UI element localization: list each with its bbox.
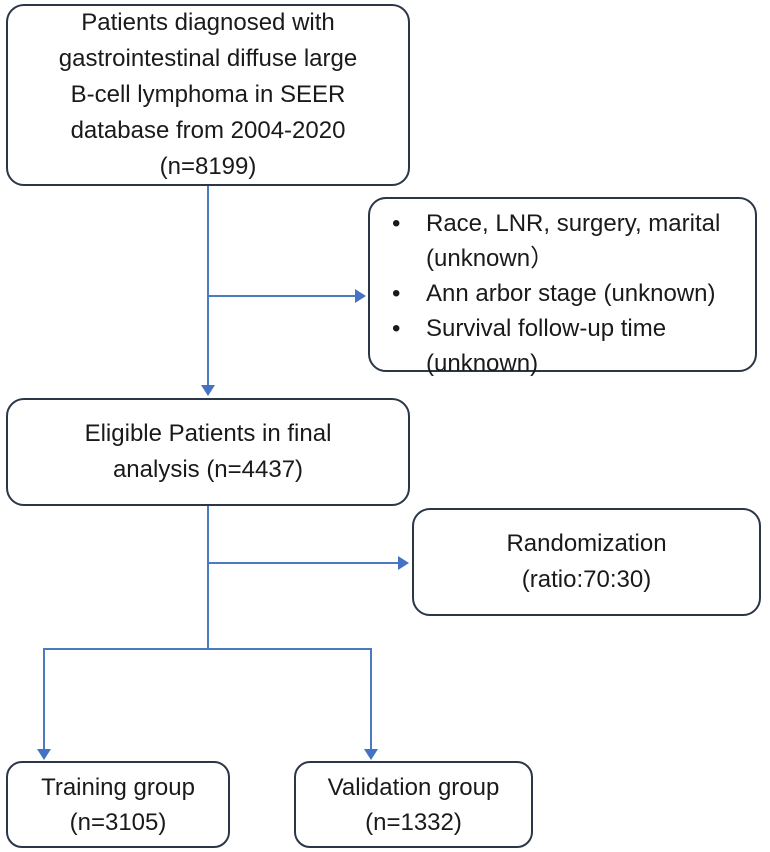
connector-eligible-to-randomization xyxy=(208,562,400,564)
connector-patients-to-eligible xyxy=(207,186,209,392)
validation-line: Validation group xyxy=(327,773,500,801)
exclusion-item: Ann arbor stage (unknown) xyxy=(370,276,749,311)
connector-patients-to-exclusions xyxy=(208,295,358,297)
arrow-right-icon xyxy=(398,556,409,570)
validation-box: Validation group (n=1332) xyxy=(294,761,533,848)
patients-line: gastrointestinal diffuse large xyxy=(58,45,358,72)
validation-line: (n=1332) xyxy=(365,808,462,836)
randomization-line: (ratio:70:30) xyxy=(521,566,652,593)
eligible-box: Eligible Patients in final analysis (n=4… xyxy=(6,398,410,506)
connector-split-to-training xyxy=(43,648,45,750)
training-line: Training group xyxy=(41,773,195,801)
exclusion-item: Survival follow-up time (unknown) xyxy=(370,311,749,381)
arrow-down-icon xyxy=(364,749,378,760)
arrow-down-icon xyxy=(201,385,215,396)
patients-box: Patients diagnosed with gastrointestinal… xyxy=(6,4,410,186)
exclusion-item: Race, LNR, surgery, marital (unknown） xyxy=(370,206,749,276)
eligible-line: analysis (n=4437) xyxy=(112,456,304,483)
arrow-down-icon xyxy=(37,749,51,760)
randomization-box: Randomization (ratio:70:30) xyxy=(412,508,761,616)
connector-split-to-validation xyxy=(370,648,372,750)
patients-line: (n=8199) xyxy=(159,153,257,180)
validation-box-text: Validation group (n=1332) xyxy=(296,763,531,846)
connector-split-bar xyxy=(43,648,372,650)
training-box: Training group (n=3105) xyxy=(6,761,230,848)
eligible-box-text: Eligible Patients in final analysis (n=4… xyxy=(8,400,408,504)
patients-line: Patients diagnosed with xyxy=(81,9,335,36)
connector-eligible-to-split xyxy=(207,506,209,650)
arrow-right-icon xyxy=(355,289,366,303)
patients-line: B-cell lymphoma in SEER xyxy=(70,81,346,108)
eligible-line: Eligible Patients in final xyxy=(84,420,332,447)
randomization-line: Randomization xyxy=(506,530,667,557)
training-line: (n=3105) xyxy=(69,808,167,836)
patients-line: database from 2004-2020 xyxy=(70,117,346,144)
patients-box-text: Patients diagnosed with gastrointestinal… xyxy=(8,6,408,184)
exclusions-list: Race, LNR, surgery, marital (unknown） An… xyxy=(370,199,755,381)
exclusions-box: Race, LNR, surgery, marital (unknown） An… xyxy=(368,197,757,377)
training-box-text: Training group (n=3105) xyxy=(8,763,228,846)
randomization-box-text: Randomization (ratio:70:30) xyxy=(414,510,759,614)
